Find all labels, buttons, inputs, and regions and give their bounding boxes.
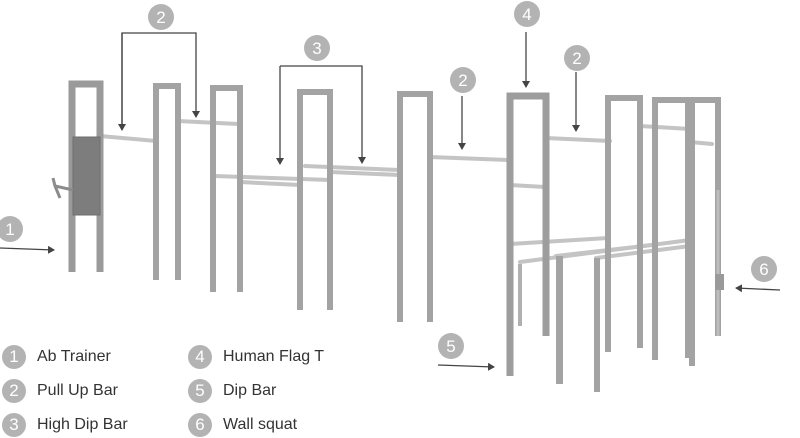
pull-up-bar-1 xyxy=(98,134,158,143)
frame-2 xyxy=(153,83,181,280)
frame-8 xyxy=(652,97,691,360)
callout-number: 5 xyxy=(446,337,455,356)
callout-badges: 1 2 3 2 4 2 5 6 xyxy=(0,1,777,359)
legend-item-human-flag-t: 4 Human Flag T xyxy=(188,344,324,370)
arrow-5 xyxy=(437,362,495,371)
callout-badge-3: 3 xyxy=(304,35,330,61)
legend-badge: 3 xyxy=(2,413,26,437)
legend-label: Human Flag T xyxy=(223,348,325,365)
legend: 1 Ab Trainer 2 Pull Up Bar 3 High Dip Ba… xyxy=(0,340,400,437)
legend-item-ab-trainer: 1 Ab Trainer xyxy=(2,344,111,370)
callout-badge-2b: 2 xyxy=(450,67,476,93)
frame-3 xyxy=(210,85,243,292)
human-flag-frame xyxy=(506,92,550,376)
legend-label: Dip Bar xyxy=(223,382,277,399)
ab-trainer-pad xyxy=(72,136,101,216)
callout-badge-2a: 2 xyxy=(148,4,174,30)
bars-group xyxy=(98,119,714,264)
callout-number: 3 xyxy=(312,39,321,58)
ab-trainer-frame xyxy=(51,80,104,272)
legend-badge: 4 xyxy=(188,345,212,369)
dip-bar-posts xyxy=(556,256,600,392)
pull-up-bar-3 xyxy=(428,155,510,162)
callout-number: 2 xyxy=(458,71,467,90)
human-flag-rung-2 xyxy=(508,236,610,246)
dip-bar-rail-2 xyxy=(554,243,654,258)
frames-group xyxy=(51,80,724,392)
callout-badge-4: 4 xyxy=(514,1,540,27)
legend-badge: 6 xyxy=(188,413,212,437)
high-dip-bar-rail-a xyxy=(212,174,332,182)
frame-4 xyxy=(297,89,333,310)
callout-number: 4 xyxy=(522,5,531,24)
legend-badge: 1 xyxy=(2,345,26,369)
legend-label: High Dip Bar xyxy=(37,416,128,433)
high-dip-bar-rail-d xyxy=(328,170,402,177)
legend-item-pull-up-bar: 2 Pull Up Bar xyxy=(2,378,118,404)
frame-7 xyxy=(605,95,643,352)
arrow-3-top xyxy=(280,65,366,164)
high-dip-bar-rail-c xyxy=(303,164,402,172)
legend-label: Pull Up Bar xyxy=(37,382,118,399)
legend-badge: 5 xyxy=(188,379,212,403)
callout-badge-2c: 2 xyxy=(564,45,590,71)
callout-badge-6: 6 xyxy=(751,256,777,282)
callout-badge-5: 5 xyxy=(438,333,464,359)
callout-badge-1: 1 xyxy=(0,216,23,242)
callout-arrows xyxy=(0,32,781,371)
legend-item-wall-squat: 6 Wall squat xyxy=(188,412,297,438)
legend-item-high-dip-bar: 3 High Dip Bar xyxy=(2,412,128,438)
frame-9 xyxy=(689,97,724,366)
ab-trainer-handle xyxy=(51,177,74,199)
legend-label: Ab Trainer xyxy=(37,348,111,365)
callout-number: 6 xyxy=(759,260,768,279)
wall-squat-pad xyxy=(715,274,724,290)
high-dip-bar-rail-b xyxy=(238,180,302,187)
pull-up-bar-4 xyxy=(544,136,612,143)
legend-badge: 2 xyxy=(2,379,26,403)
pull-up-bar-5 xyxy=(638,124,692,131)
frame-5 xyxy=(397,91,433,322)
callout-number: 1 xyxy=(5,220,14,239)
arrow-6 xyxy=(735,284,781,293)
human-flag-rung-1 xyxy=(508,183,547,189)
legend-item-dip-bar: 5 Dip Bar xyxy=(188,378,276,404)
pull-up-bar-2 xyxy=(176,119,240,126)
legend-label: Wall squat xyxy=(223,416,298,433)
callout-number: 2 xyxy=(572,49,581,68)
arrow-1 xyxy=(0,245,55,254)
callout-number: 2 xyxy=(156,8,165,27)
